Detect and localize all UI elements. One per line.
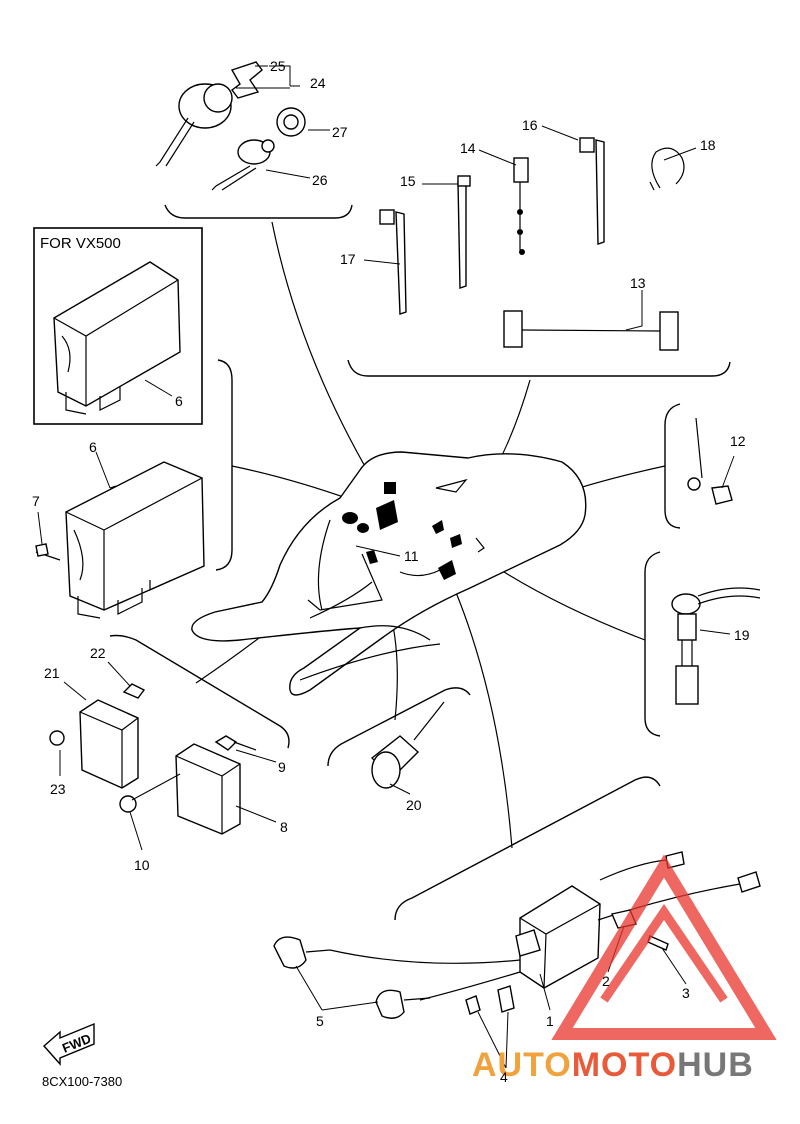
callout-26: 26 xyxy=(312,172,328,188)
callout-7: 7 xyxy=(32,493,40,509)
automotohub-watermark: AUTOMOTOHUB xyxy=(472,854,777,1084)
sensor-12 xyxy=(687,417,733,505)
callout-20: 20 xyxy=(406,797,422,813)
callout-22: 22 xyxy=(90,645,106,661)
callout-9: 9 xyxy=(278,759,286,775)
watermark-auto: AUTO xyxy=(472,1046,572,1084)
watermark-triangle xyxy=(551,854,777,1040)
callout-23: 23 xyxy=(50,781,66,797)
fwd-label: FWD xyxy=(60,1031,93,1056)
callout-12: 12 xyxy=(730,433,746,449)
callout-10: 10 xyxy=(134,857,150,873)
drawing-code: 8CX100-7380 xyxy=(42,1074,122,1089)
callout-leaders xyxy=(37,65,735,1069)
ignition-switch-group xyxy=(155,61,306,191)
callout-18: 18 xyxy=(700,137,716,153)
forward-direction-arrow: FWD xyxy=(43,1022,95,1066)
callout-11: 11 xyxy=(404,548,419,564)
callout-6-vx500: 6 xyxy=(175,393,183,409)
svg-text:AUTOMOTOHUB: AUTOMOTOHUB xyxy=(472,1046,754,1084)
callout-16: 16 xyxy=(522,117,538,133)
callout-21: 21 xyxy=(44,665,60,681)
sensor-19 xyxy=(671,587,761,705)
main-ecu-group xyxy=(35,461,205,619)
wire-harness-assembly xyxy=(191,451,587,696)
callout-2: 2 xyxy=(602,973,610,989)
variant-box-label: FOR VX500 xyxy=(40,235,121,252)
callout-5: 5 xyxy=(316,1013,324,1029)
callout-14: 14 xyxy=(460,140,476,156)
watermark-hub: HUB xyxy=(677,1046,754,1084)
rectifier-and-cdi-modules xyxy=(49,683,257,835)
callout-8: 8 xyxy=(280,819,288,835)
callout-15: 15 xyxy=(400,173,416,189)
callout-6: 6 xyxy=(89,439,97,455)
group-brackets xyxy=(109,204,731,921)
condenser-20 xyxy=(370,701,445,789)
callout-3: 3 xyxy=(682,985,690,1001)
vx500-variant-box: FOR VX500 xyxy=(33,227,203,425)
callout-24: 24 xyxy=(310,75,326,91)
ignition-coil-group xyxy=(273,851,761,1019)
callout-19: 19 xyxy=(734,627,750,643)
watermark-moto: MOTO xyxy=(572,1046,677,1084)
callout-13: 13 xyxy=(630,275,646,291)
callout-27: 27 xyxy=(332,124,348,140)
callout-1: 1 xyxy=(546,1013,554,1029)
callout-4: 4 xyxy=(500,1069,508,1085)
callout-17: 17 xyxy=(340,251,356,267)
callout-labels: 25 24 27 26 14 16 18 15 17 13 6 6 12 7 1… xyxy=(32,58,750,1085)
clamps-and-ties-group xyxy=(379,137,685,351)
callout-25: 25 xyxy=(270,58,286,74)
